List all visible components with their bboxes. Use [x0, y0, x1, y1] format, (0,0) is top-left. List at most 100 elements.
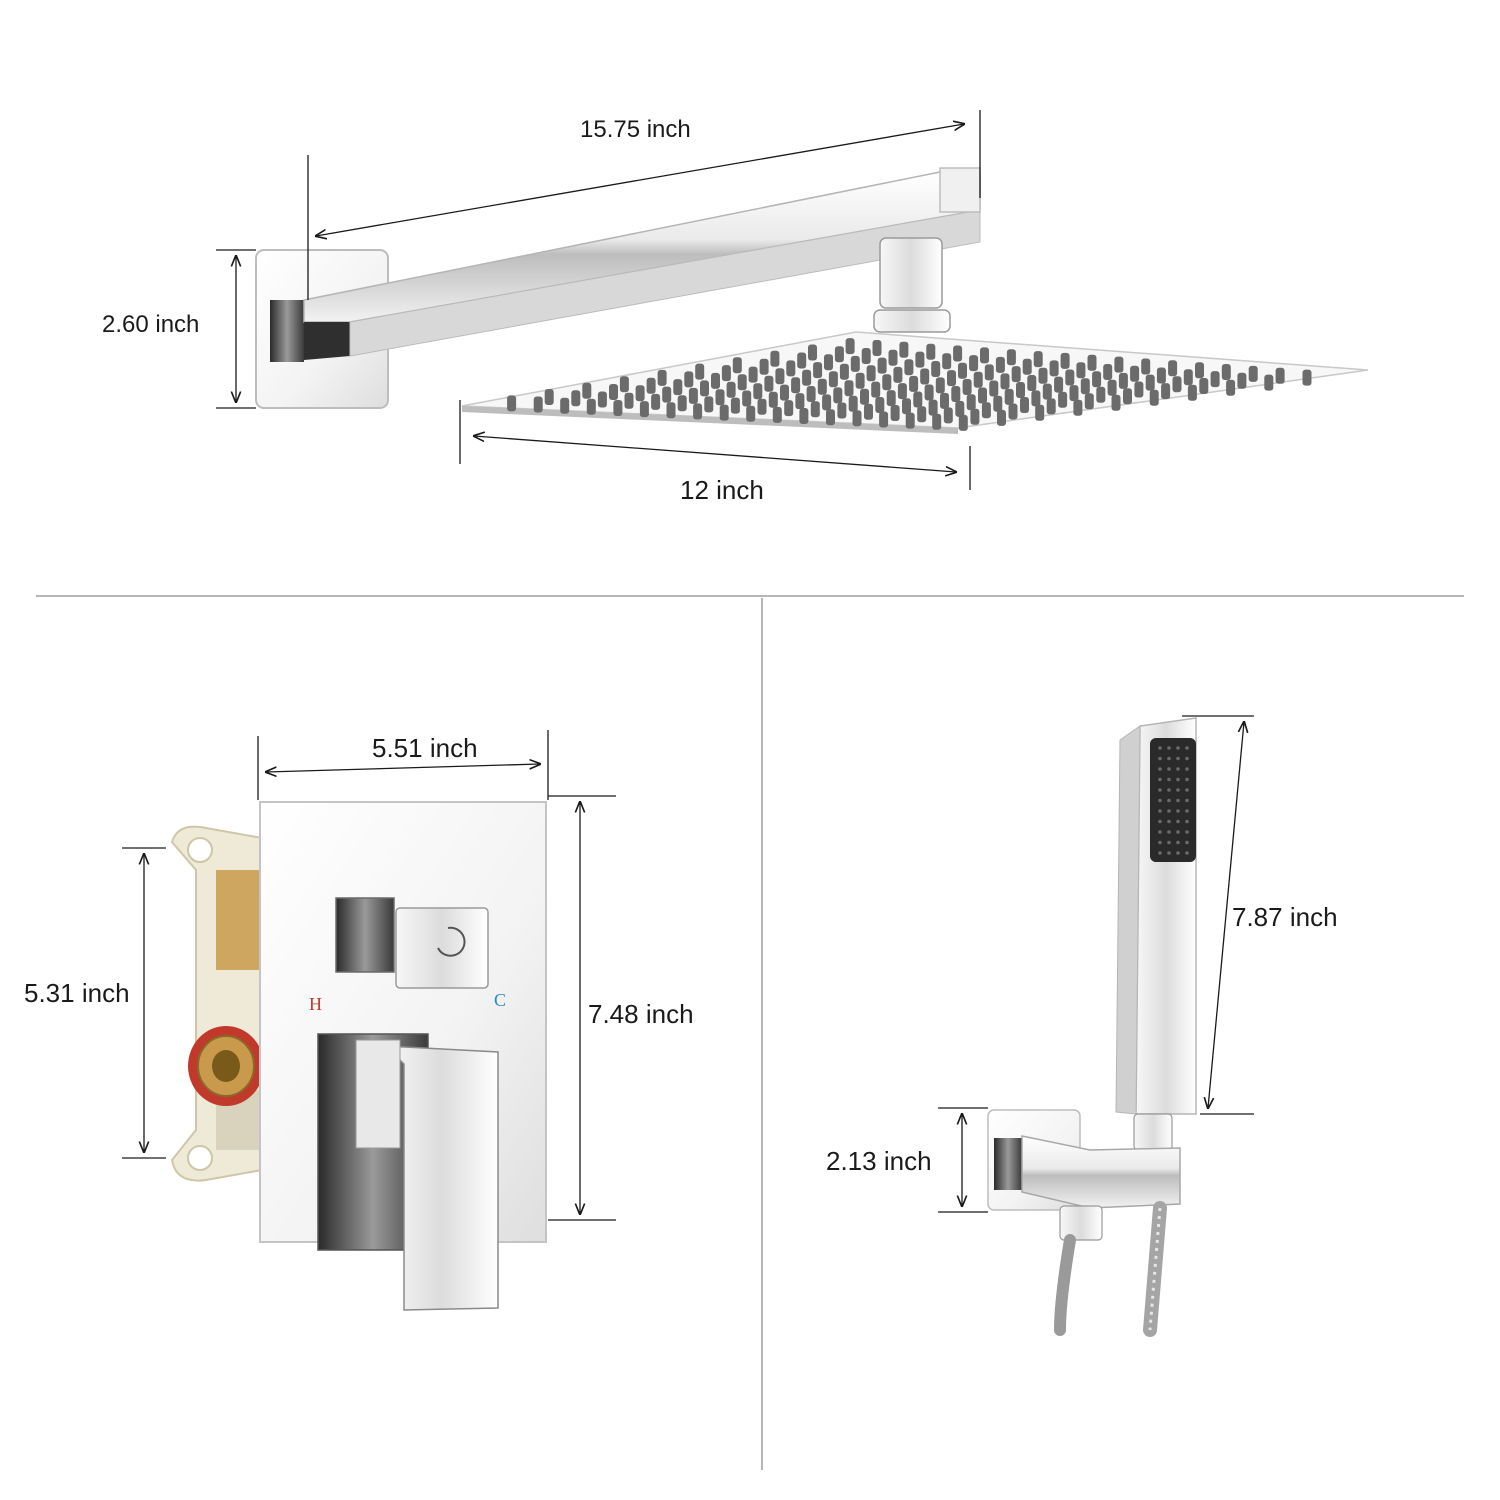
wall-bracket-arm [1021, 1135, 1181, 1209]
nozzle [786, 360, 796, 377]
plate-height-label: 7.48 inch [588, 999, 694, 1029]
nozzle [913, 391, 923, 408]
nozzle [662, 386, 672, 403]
spray-nozzle [1158, 767, 1162, 771]
nozzle [1076, 362, 1086, 379]
nozzle [700, 380, 709, 397]
nozzle [1080, 378, 1090, 395]
nozzle [893, 366, 903, 383]
nozzle [772, 406, 782, 423]
nozzle [1248, 365, 1258, 382]
nozzle [1096, 386, 1106, 403]
spray-nozzle [1158, 809, 1162, 813]
nozzle [1046, 398, 1056, 415]
nozzle [822, 394, 832, 411]
spray-nozzle [1185, 767, 1189, 771]
nozzle [810, 401, 820, 418]
nozzle [688, 387, 698, 404]
spray-nozzle [1176, 767, 1180, 771]
nozzle [958, 414, 968, 431]
nozzle [834, 346, 844, 363]
spray-nozzle [1158, 798, 1162, 803]
nozzle [802, 369, 812, 386]
nozzle [571, 390, 581, 407]
bracket-collar [994, 1138, 1022, 1190]
nozzle [902, 398, 911, 415]
spray-nozzle [1176, 840, 1180, 845]
handle-side [1115, 725, 1141, 1115]
nozzle [1183, 369, 1193, 386]
nozzle [613, 400, 623, 416]
nozzle [879, 411, 889, 428]
nozzle [1111, 394, 1121, 411]
nozzle [966, 394, 976, 411]
nozzle [1038, 367, 1048, 384]
nozzle [989, 380, 999, 397]
nozzle [1049, 360, 1059, 377]
lever-handle[interactable] [384, 1045, 499, 1311]
nozzle [560, 397, 570, 414]
nozzle [507, 395, 517, 412]
nozzle [533, 396, 543, 413]
nozzle [1084, 393, 1094, 410]
nozzle [780, 384, 789, 401]
nozzle [582, 382, 592, 399]
nozzle [1033, 351, 1043, 368]
spray-nozzle [1167, 767, 1171, 771]
nozzle [1221, 364, 1231, 380]
nozzle [1141, 358, 1151, 375]
arm-end-shadow [304, 322, 350, 360]
spray-nozzle [1167, 819, 1171, 824]
spray-nozzle [1176, 809, 1180, 813]
nozzle [890, 405, 900, 421]
nozzle [742, 390, 752, 407]
spray-nozzle [1176, 788, 1180, 792]
nozzle [1073, 399, 1083, 416]
nozzle [1103, 364, 1113, 380]
nozzle [1042, 383, 1052, 400]
spray-nozzle [1167, 746, 1171, 750]
nozzle [1031, 390, 1041, 407]
nozzle [973, 371, 983, 388]
arm-elbow [939, 167, 981, 213]
spray-nozzles [1158, 746, 1189, 855]
nozzle [861, 348, 871, 364]
spray-nozzle [1167, 830, 1171, 834]
hot-mark: H [309, 994, 322, 1014]
head-edge [462, 406, 958, 434]
nozzle [915, 351, 925, 368]
nozzle [799, 408, 809, 424]
spray-nozzle [1158, 840, 1162, 845]
nozzle [860, 388, 869, 405]
nozzle [695, 363, 705, 380]
nozzle [888, 349, 898, 366]
spray-nozzle [1185, 798, 1189, 803]
nozzle [897, 383, 907, 400]
bracket-height-label: 2.13 inch [826, 1146, 932, 1176]
nozzle [909, 375, 919, 392]
spray-nozzle [1185, 788, 1189, 792]
diverter-knob[interactable] [395, 907, 489, 989]
nozzle [1123, 388, 1132, 405]
handle-length-label: 7.87 inch [1232, 902, 1338, 932]
nozzle [1156, 367, 1166, 384]
spray-nozzle [1185, 777, 1189, 782]
spray-nozzle [1167, 777, 1171, 782]
nozzle [737, 374, 747, 391]
nozzle [808, 344, 817, 361]
diverter-stem [335, 897, 395, 973]
nozzle [953, 345, 963, 362]
nozzle [886, 390, 896, 407]
nozzle [784, 400, 794, 417]
spray-nozzle [1185, 809, 1189, 813]
nozzle [981, 402, 991, 419]
nozzle [928, 399, 938, 416]
spray-nozzle [1158, 756, 1162, 761]
hose-ribs [1148, 1207, 1162, 1331]
nozzle [715, 389, 725, 406]
nozzle [1069, 385, 1079, 402]
nozzle [646, 377, 656, 394]
nozzle [947, 370, 956, 387]
spray-nozzle [1158, 788, 1162, 792]
rough-in-height-label: 5.31 inch [24, 978, 130, 1008]
